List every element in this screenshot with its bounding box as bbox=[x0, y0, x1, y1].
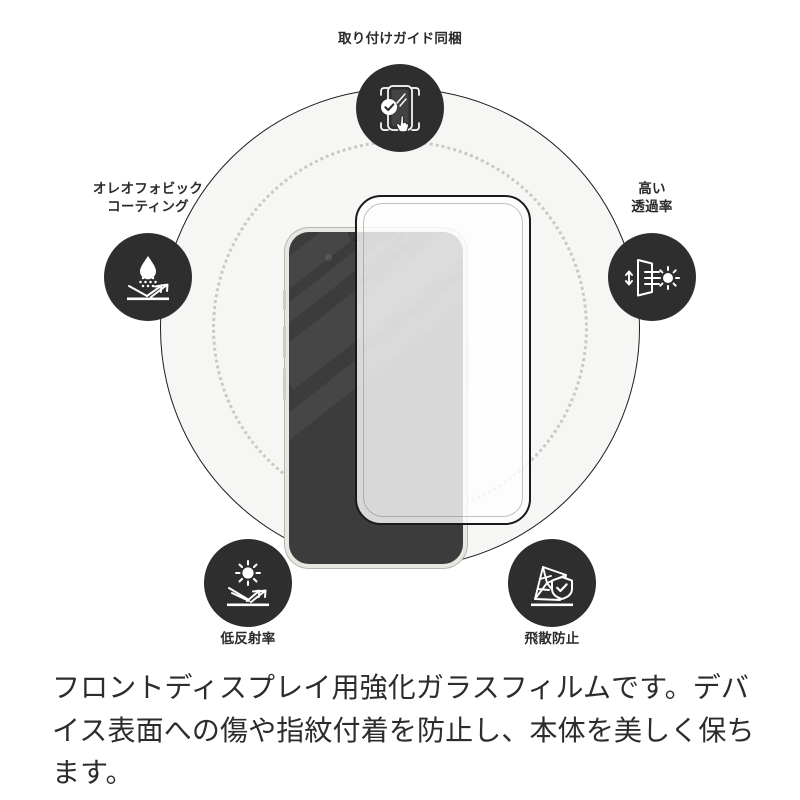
feature-diagram: 取り付けガイド同梱 オレオフォビック コーティング bbox=[92, 31, 696, 646]
phone-with-guide-frame-check-touch-icon bbox=[380, 85, 420, 133]
mute-switch-button bbox=[283, 290, 286, 310]
product-description: フロントディスプレイ用強化ガラスフィルムです。デバイス表面への傷や指紋付着を防止… bbox=[52, 673, 755, 790]
water-droplet-repellent-icon bbox=[127, 256, 169, 301]
front-camera-icon bbox=[325, 254, 332, 261]
feature-badge-low-reflectance bbox=[204, 539, 292, 627]
volume-up-button bbox=[283, 326, 286, 358]
glass-inner-edge bbox=[363, 203, 523, 517]
feature-caption-high-transmittance: 高い 透過率 bbox=[631, 181, 673, 215]
feature-badge-shatter-prevention bbox=[508, 539, 596, 627]
tempered-glass-film-overlay bbox=[355, 195, 531, 525]
feature-caption-low-reflectance: 低反射率 bbox=[220, 631, 276, 646]
sun-reflection-arrows-icon bbox=[227, 559, 269, 607]
feature-badge-oleophobic-coating bbox=[104, 233, 192, 321]
glass-panel-light-through-sun-icon bbox=[625, 259, 680, 297]
volume-down-button bbox=[283, 368, 286, 400]
feature-badge-install-guide bbox=[356, 64, 444, 152]
shattered-glass-shield-check-icon bbox=[531, 566, 573, 607]
feature-caption-shatter-prevention: 飛散防止 bbox=[524, 631, 580, 646]
feature-caption-install-guide: 取り付けガイド同梱 bbox=[338, 31, 462, 46]
feature-caption-oleophobic-coating: オレオフォビック コーティング bbox=[92, 181, 204, 215]
feature-badge-high-transmittance bbox=[608, 233, 696, 321]
